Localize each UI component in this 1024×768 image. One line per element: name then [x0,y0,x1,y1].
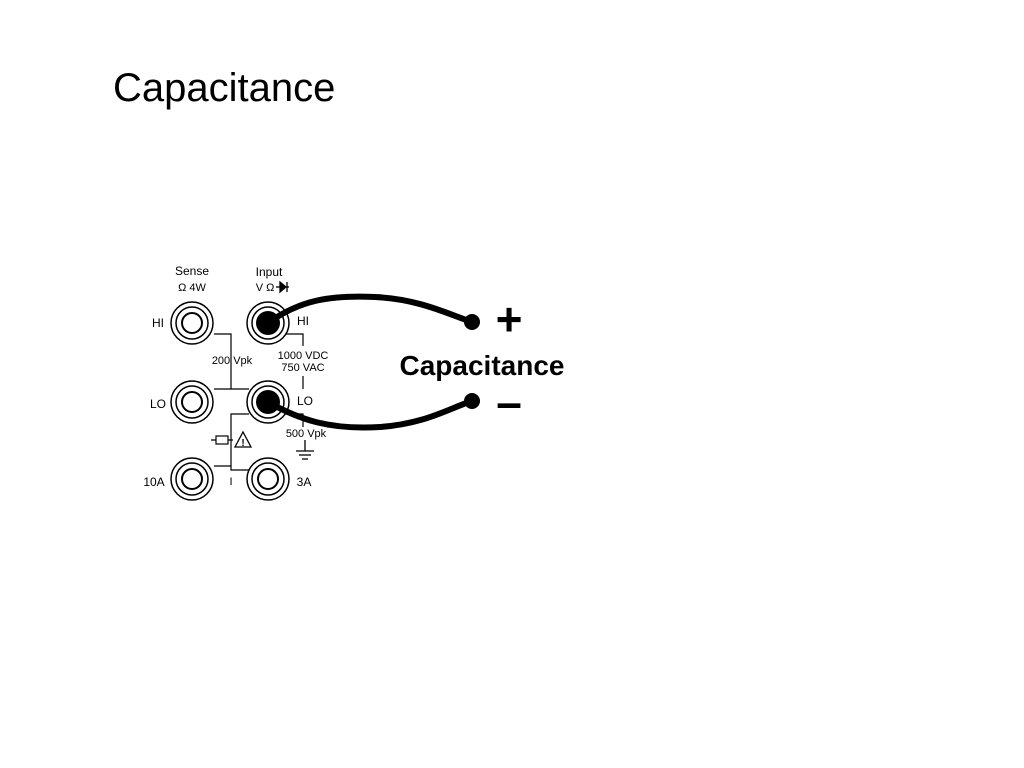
rating-200vpk: 200 Vpk [212,355,253,367]
sense-label: Sense [175,264,209,278]
input-label: Input [256,265,283,279]
positive-lead-tip [464,314,480,330]
current-i-label: I [229,476,232,488]
sense-hi-label: HI [152,316,164,330]
rating-750vac: 750 VAC [281,362,324,374]
diode-icon [276,280,289,294]
warning-icon: ! [233,430,253,449]
ground-icon [296,440,314,460]
capacitance-label: Capacitance [400,350,565,381]
current-3a-label: 3A [297,475,312,489]
jack-3a [246,457,290,501]
negative-test-lead [265,398,475,431]
sense-sublabel: Ω 4W [178,282,206,294]
jack-10a [170,457,214,501]
negative-lead-tip [464,393,480,409]
jack-sense-hi [170,301,214,345]
svg-text:!: ! [241,438,244,449]
fuse-icon [211,435,233,445]
sense-lo-label: LO [150,397,166,411]
jack-sense-lo [170,380,214,424]
input-lo-label: LO [297,394,313,408]
minus-sign: – [496,376,522,428]
slide-title: Capacitance [113,66,336,110]
plus-sign: + [496,293,523,345]
rating-500vpk: 500 Vpk [286,428,327,440]
current-10a-label: 10A [143,475,164,489]
input-hi-label: HI [297,314,309,328]
input-sublabel: V Ω [256,282,275,294]
positive-test-lead [265,293,475,326]
rating-1000vdc: 1000 VDC [278,350,329,362]
